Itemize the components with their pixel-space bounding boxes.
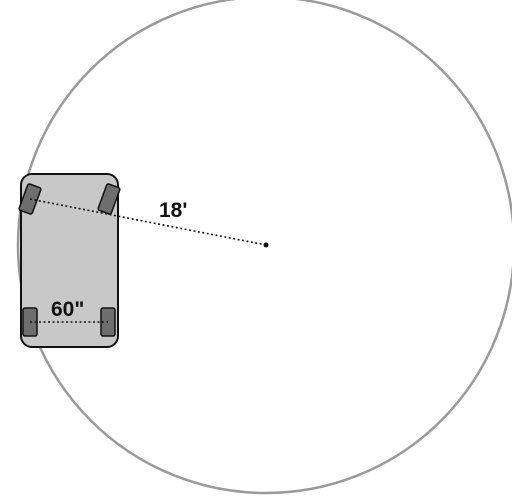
vehicle-body (20, 173, 119, 348)
radius-label: 18' (159, 199, 187, 222)
track-width-label: 60" (51, 298, 84, 321)
front-right-tire (97, 183, 121, 215)
turning-circle (16, 0, 512, 495)
center-point (263, 242, 269, 248)
